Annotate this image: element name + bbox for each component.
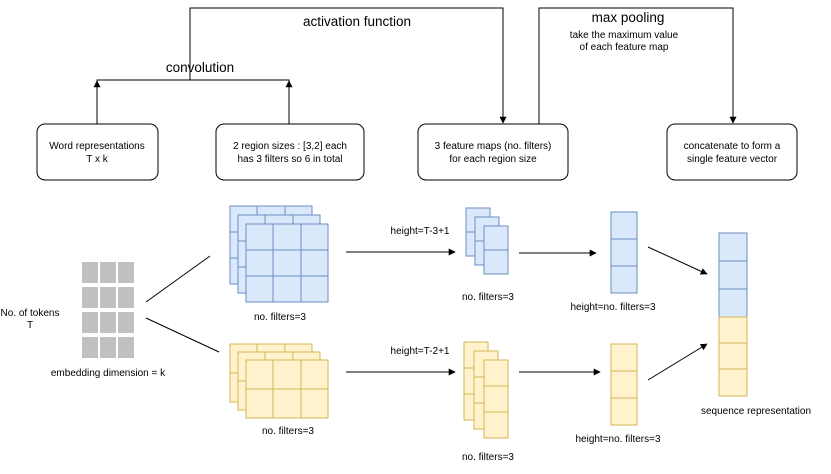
blue-height-label: height=T-3+1 [391,226,450,237]
tokens-label-2: T [27,320,33,331]
blue-feature-maps [465,207,509,275]
convolution-connector [96,79,290,124]
yellow-filters [229,343,329,419]
box-feature-maps: 3 feature maps (no. filters) for each re… [417,123,569,181]
max-pooling-desc-1: take the maximum value [570,30,679,41]
blue-concat-arrow [647,246,708,275]
max-pooling-desc-2: of each feature map [580,42,669,53]
activation-connector [189,7,504,122]
yellow-pool-height-label: height=no. filters=3 [575,434,660,445]
box-region-sizes-line1: 2 region sizes : [3,2] each [233,141,347,152]
box-concatenate-line1: concatenate to form a [684,141,781,152]
embedding-label: embedding dimension = k [51,368,166,379]
box-feature-maps-line1: 3 feature maps (no. filters) [435,141,552,152]
tokens-label-1: No. of tokens [1,308,60,319]
max-pooling-connector [538,7,734,124]
max-pooling-label: max pooling [592,10,665,25]
box-word-representations: Word representations T x k [36,123,159,181]
blue-pooled-vector [610,211,638,294]
blue-feature-maps-label: no. filters=3 [462,292,514,303]
yellow-filters-label: no. filters=3 [262,426,314,437]
activation-label: activation function [303,14,411,29]
box-concatenate-line2: single feature vector [687,154,778,165]
input-matrix [82,262,134,358]
yellow-feature-maps [463,341,509,439]
blue-filters-label: no. filters=3 [254,312,306,323]
yellow-feature-maps-label: no. filters=3 [462,452,514,463]
input-to-yellow-line [145,317,220,353]
box-region-sizes: 2 region sizes : [3,2] each has 3 filter… [215,123,365,181]
blue-filters [229,205,329,303]
sequence-representation-vector [718,232,748,397]
box-word-representations-line2: T x k [86,154,108,165]
box-feature-maps-line2: for each region size [449,154,537,165]
box-concatenate: concatenate to form a single feature vec… [666,123,798,181]
yellow-concat-arrow [647,343,708,381]
box-word-representations-line1: Word representations [49,141,144,152]
blue-pool-height-label: height=no. filters=3 [570,302,655,313]
input-to-blue-line [145,255,211,303]
box-region-sizes-line2: has 3 filters so 6 in total [237,154,342,165]
sequence-representation-label: sequence representation [701,406,811,417]
yellow-height-label: height=T-2+1 [391,346,450,357]
yellow-pooled-vector [610,343,638,426]
convolution-label: convolution [166,60,234,75]
